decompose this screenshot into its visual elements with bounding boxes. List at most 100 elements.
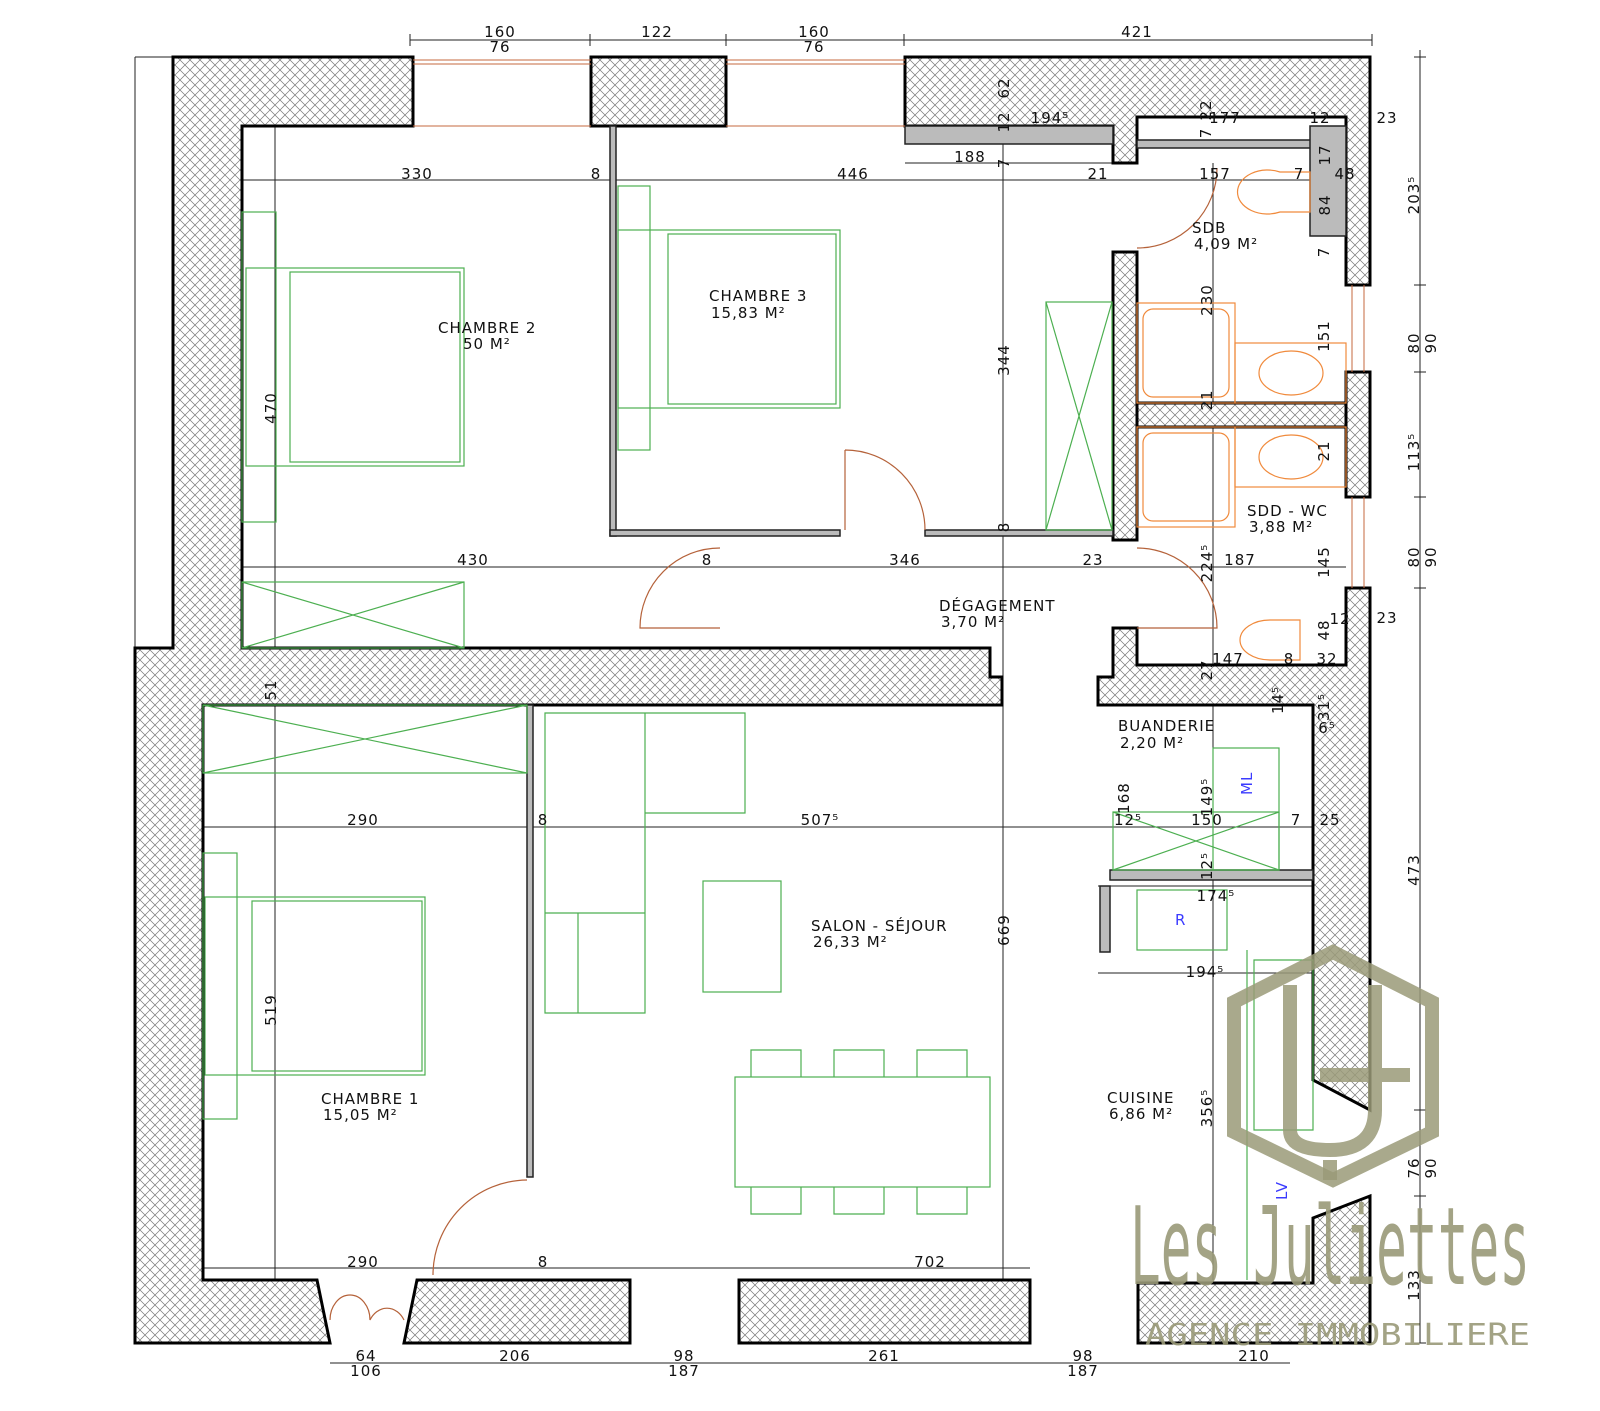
room-name: DÉGAGEMENT: [939, 596, 1056, 615]
dimension-label: 147: [1212, 650, 1244, 668]
dimension-label: 21: [1198, 389, 1216, 410]
dimension-label: 113⁵: [1405, 433, 1423, 472]
dimension-label: 168: [1115, 782, 1133, 814]
dimension-label: 76: [489, 38, 510, 56]
dimension-label: 261: [868, 1347, 900, 1365]
dimension-label: 430: [457, 551, 489, 569]
watermark-tagline: AGENCE IMMOBILIERE: [1145, 1318, 1530, 1353]
dimension-label: 12⁵: [1114, 811, 1142, 829]
dimension-label: 473: [1405, 854, 1423, 886]
dimension-label: 62: [995, 77, 1013, 98]
dimension-label: 330: [401, 165, 433, 183]
walls: [133, 55, 1372, 1345]
dimension-label: 21: [1315, 440, 1333, 461]
dimension-label: 21: [1087, 165, 1108, 183]
dimension-label: 80: [1405, 332, 1423, 353]
dimension-label: 145: [1315, 546, 1333, 578]
duct: [904, 125, 1114, 145]
dimension-label: 8: [702, 551, 713, 569]
shower-sdd: [1136, 426, 1236, 528]
wardrobe: [1045, 301, 1113, 531]
dimension-label: 157: [1199, 165, 1231, 183]
dishwasher-label: LV: [1273, 1181, 1291, 1200]
dimension-label: 160: [798, 23, 830, 41]
partition: [1099, 885, 1111, 953]
dimension-label: 188: [954, 148, 986, 166]
coffee-table: [702, 880, 782, 993]
washing-machine-label: ML: [1238, 772, 1256, 795]
room-name: BUANDERIE: [1118, 717, 1215, 735]
dimension-label: 149⁵: [1198, 778, 1216, 817]
dimension-label: 206: [499, 1347, 531, 1365]
dimension-label: 106: [350, 1362, 382, 1380]
dimension-label: 187: [668, 1362, 700, 1380]
doors: [329, 167, 1218, 1321]
dimension-label: 8: [591, 165, 602, 183]
dimension-label: 7: [1291, 811, 1302, 829]
dimension-label: 470: [262, 392, 280, 424]
dimension-label: 346: [889, 551, 921, 569]
shower-sdb: [1136, 302, 1236, 404]
room-name: CHAMBRE 1: [321, 1090, 419, 1108]
partition: [526, 704, 534, 1178]
room-name: SDD - WC: [1247, 502, 1328, 520]
room-name: CUISINE: [1107, 1089, 1175, 1107]
dimension-label: 151: [1315, 320, 1333, 352]
dimension-label: 27: [1198, 659, 1216, 680]
toilet-sdb: [1236, 169, 1311, 215]
room-area: 15,83 M²: [711, 304, 786, 322]
wall-south-1: [402, 1278, 632, 1345]
dimension-label: 14⁵: [1269, 686, 1287, 714]
dimension-label: 90: [1422, 332, 1440, 353]
room-name: SDB: [1192, 219, 1226, 237]
dimension-label: 203⁵: [1405, 176, 1423, 215]
dimension-label: 80: [1405, 546, 1423, 567]
dimension-label: 421: [1121, 23, 1153, 41]
dimension-label: 98: [1072, 1347, 1093, 1365]
watermark-logo: Les Juliettes AGENCE IMMOBILIERE: [1130, 944, 1530, 1353]
dimension-label: 187: [1224, 551, 1256, 569]
dimension-label: 344: [995, 344, 1013, 376]
dimension-label: 7: [995, 158, 1013, 169]
bed-chambre-2: [245, 267, 465, 467]
room-name: SALON - SÉJOUR: [811, 916, 948, 935]
dimension-label: 76: [803, 38, 824, 56]
dining-table: [734, 1076, 991, 1188]
wall-sdb-sdd: [1135, 401, 1348, 429]
duct: [1309, 125, 1347, 237]
dimension-label: 51: [262, 679, 280, 700]
dimension-label: 32: [1316, 650, 1337, 668]
sink-sdb: [1258, 350, 1324, 396]
dimension-label: 290: [347, 1253, 379, 1271]
dimension-label: 519: [262, 994, 280, 1026]
wardrobe: [202, 704, 528, 774]
dimension-label: 76: [1405, 1157, 1423, 1178]
wall-north-pillar: [589, 55, 728, 128]
dimension-label: 7: [1294, 165, 1305, 183]
room-area: 50 M²: [463, 335, 511, 353]
dimension-label: 12: [995, 111, 1013, 132]
dimension-label: 446: [837, 165, 869, 183]
dimension-label: 12: [1329, 610, 1350, 628]
dimension-label: 177: [1209, 109, 1241, 127]
dimension-label: 31⁵: [1315, 693, 1333, 721]
room-name: CHAMBRE 2: [438, 319, 536, 337]
furniture: [202, 185, 1314, 1280]
dimension-label: 84: [1316, 194, 1334, 215]
toilet-wc: [1239, 619, 1301, 661]
dimension-label: 174⁵: [1197, 887, 1236, 905]
dimension-label: 669: [995, 914, 1013, 946]
dimension-label: 160: [484, 23, 516, 41]
dimension-label: 224⁵: [1198, 544, 1216, 583]
dimension-label: 90: [1422, 1157, 1440, 1178]
dimension-label: 48: [1334, 165, 1355, 183]
sink-sdd: [1258, 434, 1324, 480]
dimension-label: 12⁵: [1198, 852, 1216, 880]
dimension-label: 356⁵: [1198, 1089, 1216, 1128]
dimension-label: 210: [1238, 1347, 1270, 1365]
dimension-label: 194⁵: [1186, 963, 1225, 981]
dimension-label: 48: [1315, 619, 1333, 640]
dimension-label: 25: [1319, 811, 1340, 829]
dimension-label: 12: [1309, 109, 1330, 127]
dimension-label: 507⁵: [801, 811, 840, 829]
